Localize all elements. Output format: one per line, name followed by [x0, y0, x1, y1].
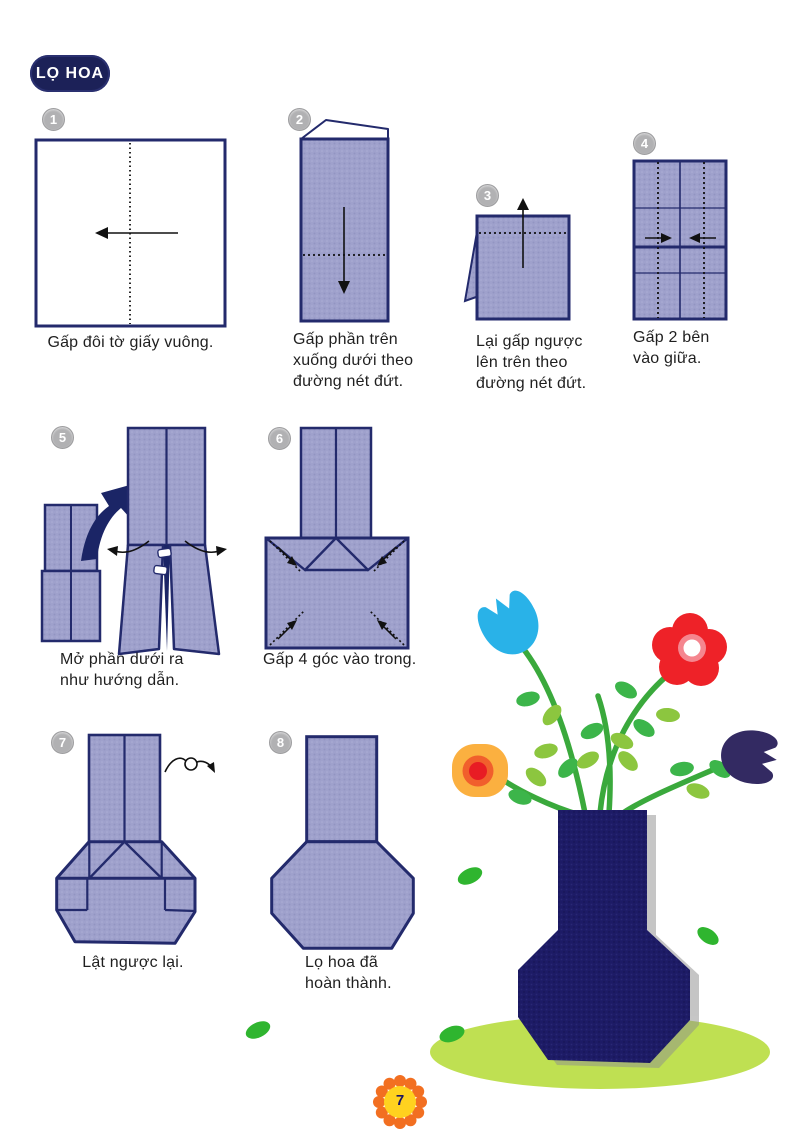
step-1-caption: Gấp đôi tờ giấy vuông.: [47, 334, 214, 351]
step-3-number: 3: [476, 184, 499, 207]
step-4-caption: Gấp 2 bên vào giữa.: [633, 329, 710, 367]
step-2-diagram: [299, 119, 390, 323]
step-5-diagram: [40, 426, 227, 656]
fold-arrow-down-icon: [338, 207, 350, 294]
red-flower: [652, 613, 727, 686]
step-3-diagram: [463, 198, 571, 321]
paper-tab: [153, 564, 168, 576]
fold-crease-lines: [56, 839, 196, 913]
step-5-number: 5: [51, 426, 74, 449]
vase-illustration: [245, 590, 778, 1089]
step-1-diagram: [34, 138, 227, 328]
yellow-flower: [452, 744, 508, 797]
corner-fold-arrows: [277, 546, 397, 640]
step-6-caption: Gấp 4 góc vào trong.: [263, 651, 417, 668]
dark-tulip-flower: [721, 730, 778, 784]
step-6-number: 6: [268, 427, 291, 450]
fold-arrow-right-icon: [645, 233, 672, 243]
open-arrow-left-icon: [107, 540, 150, 556]
fold-arrow-up-icon: [517, 198, 529, 268]
step-3-caption: Lại gấp ngược lên trên theo đường nét đứ…: [476, 333, 587, 392]
big-curved-arrow-icon: [81, 483, 137, 561]
step-4-number: 4: [633, 132, 656, 155]
step-4-diagram: [632, 159, 728, 321]
corner-dotted-lines: [269, 540, 405, 646]
page-title: LỌ HOA: [30, 55, 110, 92]
open-arrow-right-icon: [184, 540, 227, 556]
fold-arrow-left-icon: [95, 227, 178, 239]
flip-arrow-icon: [164, 757, 215, 773]
step-7-number: 7: [51, 731, 74, 754]
paper-vase: [518, 810, 690, 1063]
step-1-number: 1: [42, 108, 65, 131]
step-7-caption: Lật ngược lại.: [82, 954, 184, 971]
step-2-number: 2: [288, 108, 311, 131]
step-6-diagram: [264, 426, 410, 650]
opened-figure: [117, 426, 221, 656]
page-number: 7: [395, 1092, 405, 1109]
step-8-caption: Lọ hoa đã hoàn thành.: [305, 954, 392, 992]
step-8-number: 8: [269, 731, 292, 754]
step-2-caption: Gấp phần trên xuống dưới theo đường nét …: [293, 331, 414, 390]
fold-arrow-left-icon: [689, 233, 716, 243]
step-8-diagram: [270, 735, 415, 950]
paper-tab: [157, 547, 172, 559]
step-5-caption: Mở phần dưới ra như hướng dẫn.: [60, 651, 184, 689]
page-number-flower-icon: [373, 1075, 427, 1129]
falling-leaves: [245, 867, 719, 1043]
blue-tulip-flower: [477, 590, 539, 655]
step-7-diagram: [55, 733, 215, 945]
paper-flap: [300, 119, 389, 140]
stem-leaves: [508, 681, 731, 805]
folded-figure-small: [40, 503, 102, 643]
